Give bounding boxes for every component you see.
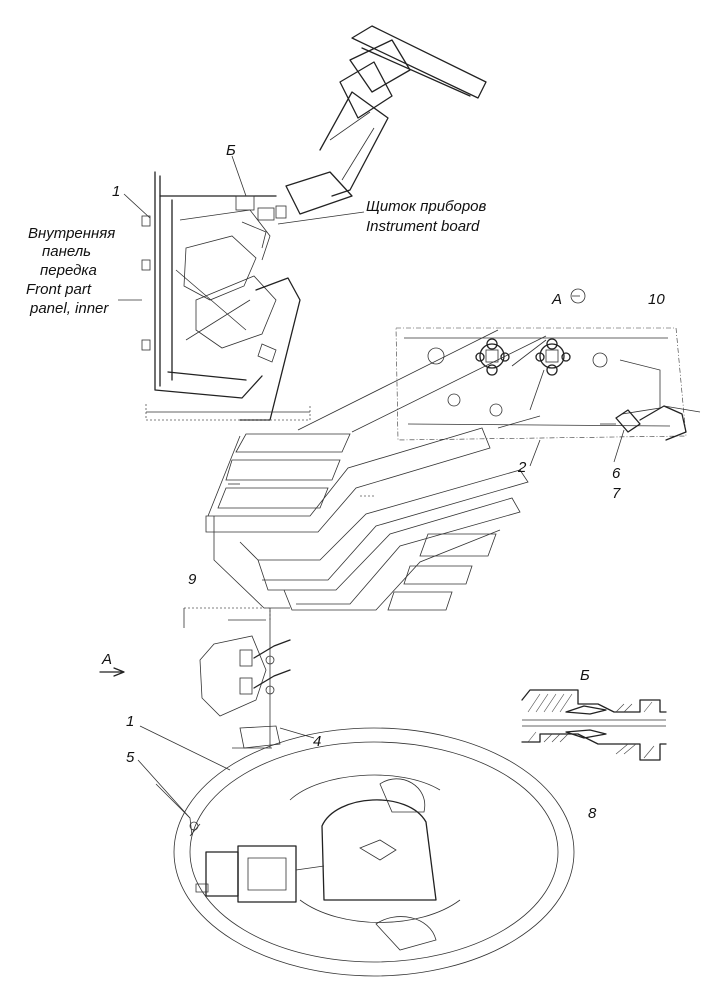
inner-panel-ru-line1: Внутренняя	[28, 225, 115, 242]
inner-panel-ru-line2: панель	[42, 243, 91, 260]
callout-9: 9	[188, 571, 197, 588]
steering-wheel	[173, 727, 575, 977]
section-b	[521, 689, 667, 761]
instrument-board-en: Instrument board	[366, 218, 480, 235]
callout-4: 4	[313, 733, 321, 750]
instrument-board-ru: Щиток приборов	[366, 198, 487, 215]
text-labels: Внутренняя панель передка Front part pan…	[26, 142, 665, 822]
callout-2: 2	[517, 459, 527, 476]
inner-panel-en-line1: Front part	[26, 281, 92, 298]
callout-1-bottom: 1	[126, 713, 134, 730]
callout-7: 7	[612, 485, 621, 502]
socket-2	[535, 338, 571, 376]
view-a-circle-icon	[570, 288, 586, 304]
callout-8: 8	[588, 805, 597, 822]
harness-bands	[205, 329, 547, 611]
section-b-title: Б	[580, 667, 590, 684]
view-a-marker: A	[551, 291, 562, 308]
view-a-arrow-label: A	[101, 651, 112, 668]
callout-1-top: 1	[112, 183, 120, 200]
socket-1	[475, 338, 510, 376]
instrument-board-rear	[395, 327, 701, 441]
steering-column-upper	[285, 25, 487, 215]
lower-column-assembly	[99, 607, 291, 837]
front-panel-side-view	[141, 171, 311, 421]
inner-panel-en-line2: panel, inner	[29, 300, 109, 317]
leader-lines	[118, 155, 625, 819]
callout-10: 10	[648, 291, 665, 308]
callout-5: 5	[126, 749, 135, 766]
view-b-marker: Б	[226, 142, 236, 159]
inner-panel-ru-line3: передка	[40, 262, 97, 279]
callout-6: 6	[612, 465, 621, 482]
